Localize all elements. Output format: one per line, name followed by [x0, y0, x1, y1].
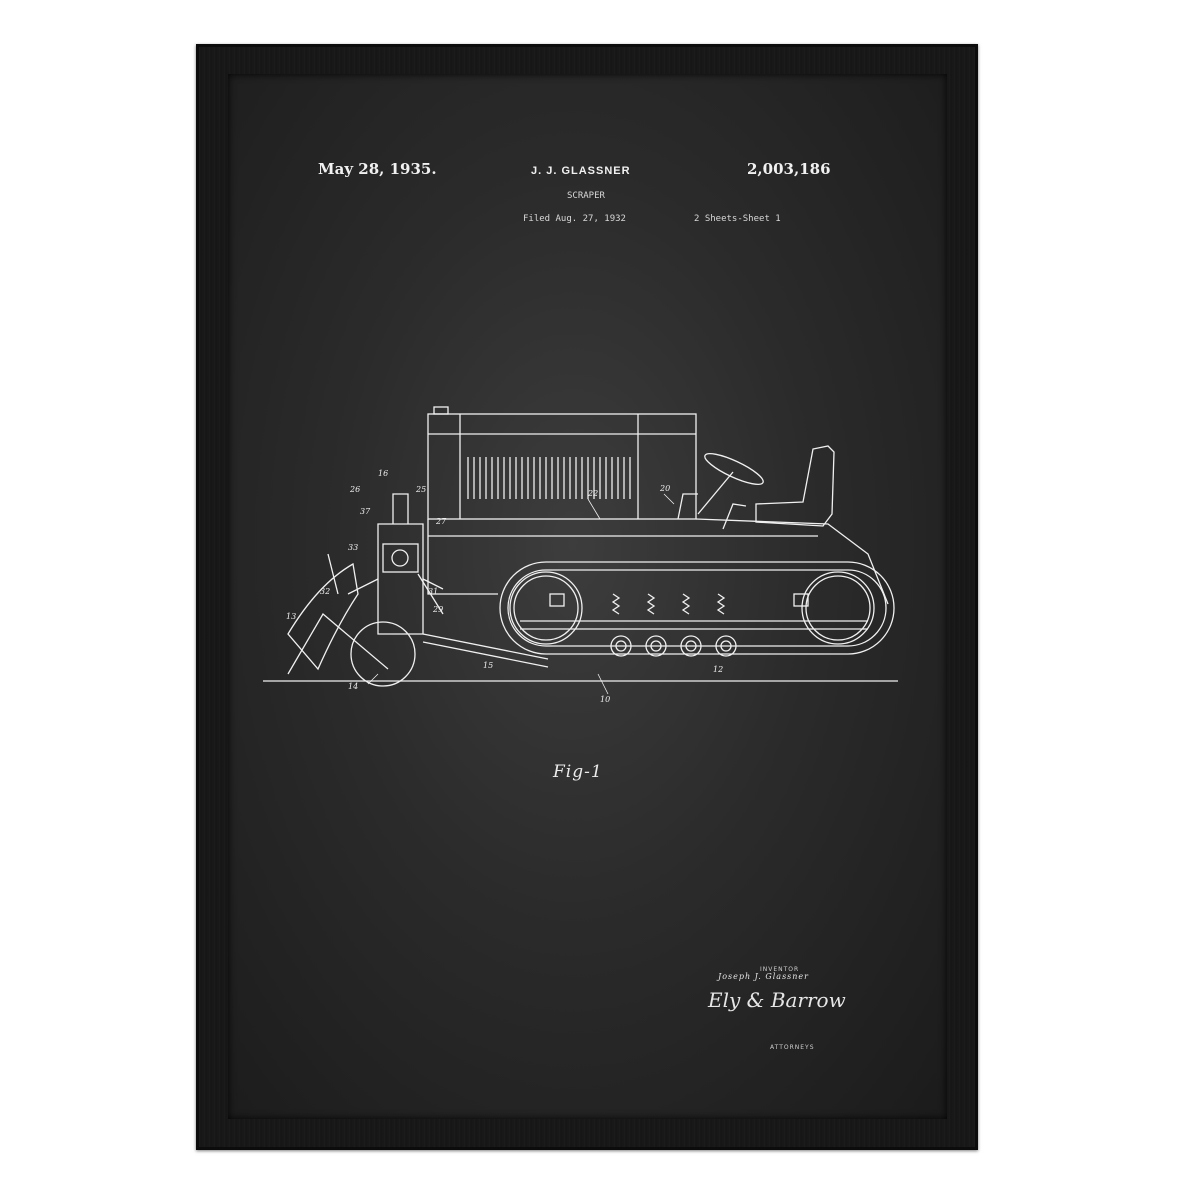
- patent-number: 2,003,186: [747, 160, 831, 178]
- inventor-name: Joseph J. Glassner: [718, 972, 809, 981]
- svg-text:10: 10: [600, 695, 610, 704]
- blade: [287, 562, 359, 671]
- engine-hood: [427, 413, 697, 520]
- chassis-front: [427, 519, 498, 595]
- svg-text:15: 15: [483, 661, 493, 670]
- patent-title: SCRAPER: [567, 191, 605, 201]
- reference-leaders: [367, 493, 675, 695]
- steering-column: [697, 471, 734, 515]
- steering-wheel: [704, 453, 764, 485]
- svg-text:33: 33: [348, 543, 358, 552]
- crawler-track-outer: [499, 561, 895, 655]
- crawler-track-inner: [507, 569, 887, 647]
- inventor-header: J. J. GLASSNER: [531, 165, 631, 177]
- inventor-caption: INVENTOR: [760, 966, 800, 973]
- scraper-blade-assembly: [287, 493, 549, 687]
- patent-poster: May 28, 1935. J. J. GLASSNER 2,003,186 S…: [228, 74, 947, 1119]
- svg-text:25: 25: [415, 485, 426, 494]
- track-springs: [611, 593, 726, 615]
- svg-text:32: 32: [320, 587, 330, 596]
- seat: [755, 445, 835, 527]
- picture-frame: May 28, 1935. J. J. GLASSNER 2,003,186 S…: [196, 44, 978, 1150]
- svg-text:22: 22: [587, 489, 598, 498]
- svg-text:31: 31: [428, 587, 438, 596]
- road-wheels: [610, 635, 737, 657]
- radiator-grille: [467, 457, 631, 499]
- blade-wheel: [350, 621, 416, 687]
- filed-date: Filed Aug. 27, 1932: [523, 214, 626, 224]
- reference-numerals: 16 26 25 37 33 32 13 27 22 20 29 31 14 1…: [286, 469, 723, 704]
- tractor-scraper-drawing: 16 26 25 37 33 32 13 27 22 20 29 31 14 1…: [263, 406, 898, 704]
- svg-text:16: 16: [378, 469, 388, 478]
- attorneys-caption: ATTORNEYS: [770, 1044, 815, 1051]
- rear-fender: [695, 518, 889, 605]
- svg-text:26: 26: [349, 485, 360, 494]
- figure-label: Fig-1: [553, 762, 603, 782]
- svg-text:13: 13: [286, 612, 296, 621]
- svg-text:20: 20: [659, 484, 670, 493]
- push-beam: [422, 633, 549, 660]
- svg-text:37: 37: [360, 507, 371, 516]
- patent-date: May 28, 1935.: [318, 160, 437, 178]
- front-idler-wheel: [509, 571, 583, 645]
- attorney-signature: Ely & Barrow: [708, 988, 846, 1012]
- rear-drive-wheel: [801, 571, 875, 645]
- svg-text:27: 27: [435, 517, 447, 526]
- svg-text:14: 14: [348, 682, 358, 691]
- svg-text:29: 29: [432, 605, 443, 614]
- svg-text:12: 12: [713, 665, 723, 674]
- sheet-count: 2 Sheets-Sheet 1: [694, 214, 781, 224]
